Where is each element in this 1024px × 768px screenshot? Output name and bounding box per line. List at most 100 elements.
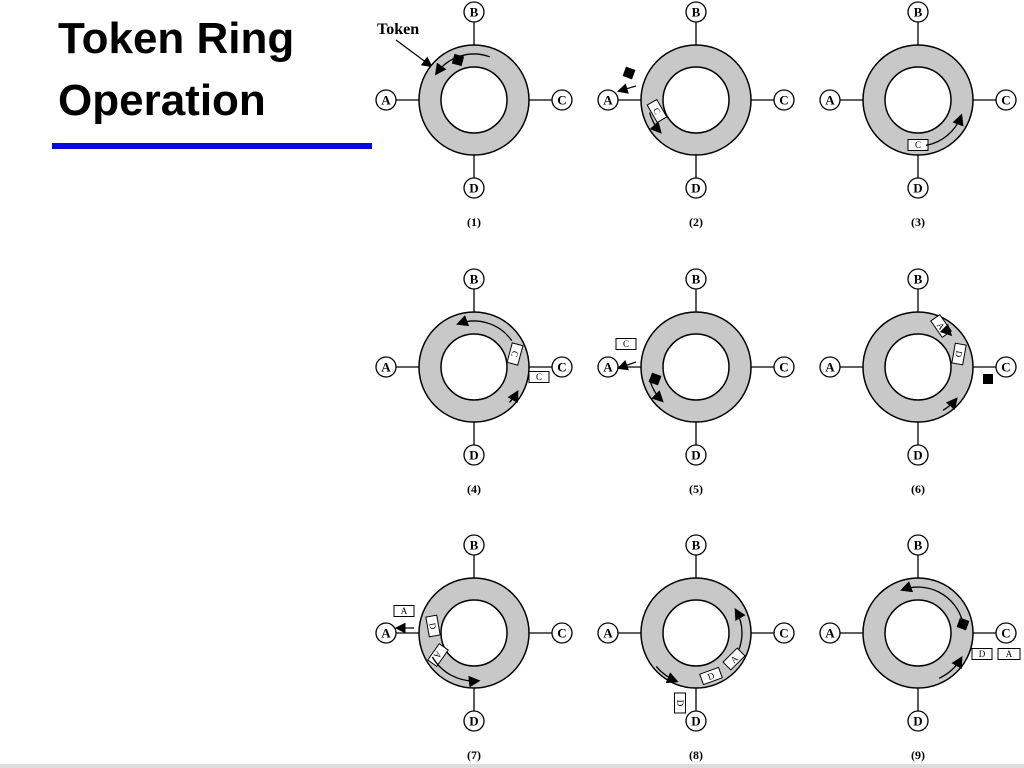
token-release-arrow (648, 379, 664, 403)
ring-inner (884, 599, 952, 667)
token-capture-arrow (616, 83, 637, 94)
step-label: (5) (689, 482, 703, 496)
station-d-circle (463, 710, 485, 732)
token-callout: Token (377, 21, 433, 68)
frame-1-text: A (401, 606, 408, 616)
frame-copy-arrow (507, 389, 519, 404)
station-d-label: D (691, 448, 700, 463)
station-a-circle (819, 356, 841, 378)
circulation-arrow (434, 53, 490, 76)
frame-1-text: C (623, 339, 629, 349)
station-d-circle (907, 177, 929, 199)
title-underline (52, 143, 372, 149)
frame-3-box (427, 642, 449, 668)
station-d-circle (463, 444, 485, 466)
station-b-circle (463, 534, 485, 556)
step-label: (2) (689, 215, 703, 229)
ring-inner (440, 66, 508, 134)
station-b-label: B (914, 5, 923, 20)
step-label: (4) (467, 482, 481, 496)
ring-inner (662, 599, 730, 667)
station-a-label: A (825, 360, 835, 375)
station-d-circle (463, 177, 485, 199)
frame-1-box (699, 666, 723, 686)
station-a-circle (819, 89, 841, 111)
frame-1-text: D (706, 670, 716, 682)
ring-inner (662, 333, 730, 401)
station-c-label: C (779, 360, 788, 375)
token (451, 53, 465, 67)
station-d-circle (685, 177, 707, 199)
station-d-label: D (691, 714, 700, 729)
station-d-label: D (913, 181, 922, 196)
ring-inner (884, 333, 952, 401)
circulation-arrow (900, 581, 964, 622)
station-b-label: B (692, 272, 701, 287)
station-b-label: B (692, 538, 701, 553)
ring-inner (884, 66, 952, 134)
step-label: (7) (467, 748, 481, 762)
station-d-label: D (691, 181, 700, 196)
step-label: (3) (911, 215, 925, 229)
station-c-circle (773, 356, 795, 378)
frame-1-box (506, 342, 524, 366)
station-a-circle (597, 89, 619, 111)
station-a-circle (375, 356, 397, 378)
station-d-label: D (913, 714, 922, 729)
station-d-label: D (469, 181, 478, 196)
step-label: (9) (911, 748, 925, 762)
frame-3: D (674, 692, 686, 714)
frame-3-text: D (675, 700, 685, 707)
frame-3-box (674, 692, 686, 714)
station-c-circle (995, 89, 1017, 111)
station-a-circle (375, 89, 397, 111)
station-c-circle (773, 622, 795, 644)
station-b-label: B (470, 272, 479, 287)
station-a-label: A (381, 93, 391, 108)
frame-absorb-arrow (938, 655, 963, 679)
frame-1-box (646, 98, 668, 124)
frame-2: A (722, 647, 746, 671)
station-d-circle (907, 444, 929, 466)
station-b-label: B (470, 538, 479, 553)
station-a-label: A (603, 626, 613, 641)
circulation-arrow (456, 315, 513, 341)
station-b-label: B (914, 272, 923, 287)
frame-1: C (615, 338, 637, 350)
station-c-circle (995, 622, 1017, 644)
token-arrow (942, 397, 958, 411)
frame-travel-arrow (431, 656, 481, 688)
frame-2-text: C (536, 372, 542, 382)
station-d-label: D (469, 714, 478, 729)
slide-title-line-1: Token Ring (58, 14, 295, 63)
station-c-label: C (1001, 626, 1010, 641)
token (648, 372, 662, 386)
frame-2-box (722, 647, 746, 671)
station-d-circle (685, 710, 707, 732)
frame-2-text: D (953, 350, 964, 359)
station-a-circle (819, 622, 841, 644)
frame-2: A (997, 648, 1021, 660)
station-b-circle (685, 268, 707, 290)
token (956, 617, 970, 631)
frame-1: C (646, 98, 668, 124)
frame-1: D (971, 648, 993, 660)
station-b-label: B (470, 5, 479, 20)
frame-transmit-arrow (648, 112, 662, 134)
frame-2-box (951, 342, 967, 366)
frame-2-box (528, 371, 550, 383)
frame-1-text: C (915, 140, 921, 150)
station-b-label: B (692, 5, 701, 20)
token (622, 66, 636, 80)
ring-inner (440, 599, 508, 667)
station-b-circle (907, 268, 929, 290)
station-a-label: A (381, 626, 391, 641)
station-d-label: D (913, 448, 922, 463)
step-label: (6) (911, 482, 925, 496)
station-c-label: C (779, 93, 788, 108)
